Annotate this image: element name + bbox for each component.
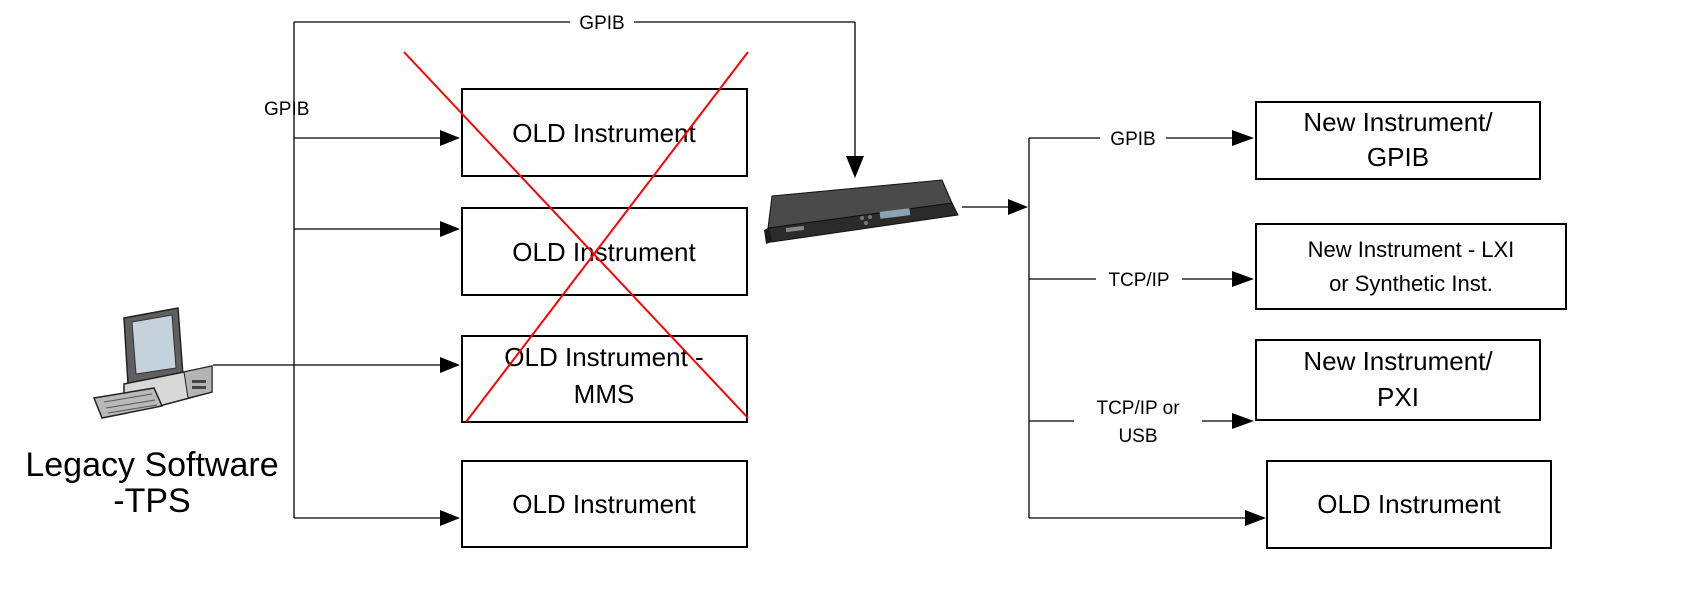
- arrowhead-old-4: [440, 510, 460, 526]
- new-instrument-box-4: [1266, 460, 1552, 549]
- new-instrument-box-2: [1255, 223, 1567, 310]
- old-instrument-box-4: [461, 460, 748, 548]
- gpib-top-label: GPIB: [579, 13, 624, 34]
- arrowhead-new-2: [1232, 271, 1254, 287]
- new-instrument-3-label-line2: PXI: [1377, 382, 1419, 412]
- link-label-bg-3: [1074, 398, 1202, 448]
- new-instrument-1-label-line2: GPIB: [1367, 142, 1429, 172]
- arrowhead-new-3: [1232, 413, 1254, 429]
- converter-output-arrowhead: [1008, 199, 1028, 215]
- computer-label-line1: Legacy Software: [25, 446, 278, 484]
- arrowhead-old-1: [440, 130, 460, 146]
- arrowhead-new-4: [1245, 510, 1266, 526]
- new-instrument-2-label-line1: New Instrument - LXI: [1308, 237, 1515, 262]
- new-instrument-box-1: [1255, 101, 1541, 180]
- old-instrument-3-label-line1: OLD Instrument -: [504, 342, 703, 372]
- link-label-1: GPIB: [1110, 129, 1155, 150]
- old-instrument-1-label: OLD Instrument: [512, 118, 696, 148]
- link-label-3-line1: TCP/IP or: [1096, 398, 1180, 419]
- old-instrument-3-label-line2: MMS: [574, 379, 635, 409]
- gpib-top-arrowhead: [846, 156, 864, 178]
- new-instrument-3-label-line1: New Instrument/: [1303, 346, 1493, 376]
- new-instrument-2-label-line2: or Synthetic Inst.: [1329, 271, 1493, 296]
- arrowhead-old-3: [440, 357, 460, 373]
- link-label-2: TCP/IP: [1108, 270, 1169, 291]
- old-instrument-box-2: [461, 207, 748, 296]
- link-label-bg-1: [1100, 126, 1166, 150]
- old-instrument-box-3: [461, 335, 748, 423]
- desktop-computer-icon: [92, 307, 213, 419]
- new-instrument-1-label-line1: New Instrument/: [1303, 107, 1493, 137]
- old-instrument-4-label: OLD Instrument: [512, 489, 696, 519]
- new-instrument-4-label: OLD Instrument: [1317, 489, 1501, 519]
- cross-out-line-1: [403, 51, 749, 419]
- arrowhead-new-1: [1232, 130, 1254, 146]
- gpib-top-label-bg: [570, 10, 634, 34]
- new-instrument-box-3: [1255, 339, 1541, 421]
- link-label-3-line2: USB: [1118, 426, 1157, 447]
- rack-mount-instrument-icon: [764, 179, 959, 244]
- arrowhead-old-2: [440, 221, 460, 237]
- old-instrument-box-1: [461, 88, 748, 177]
- link-label-bg-2: [1096, 267, 1182, 291]
- cross-out-line-2: [465, 51, 749, 423]
- gpib-side-label: GPIB: [264, 99, 309, 120]
- computer-label-line2: -TPS: [113, 482, 190, 520]
